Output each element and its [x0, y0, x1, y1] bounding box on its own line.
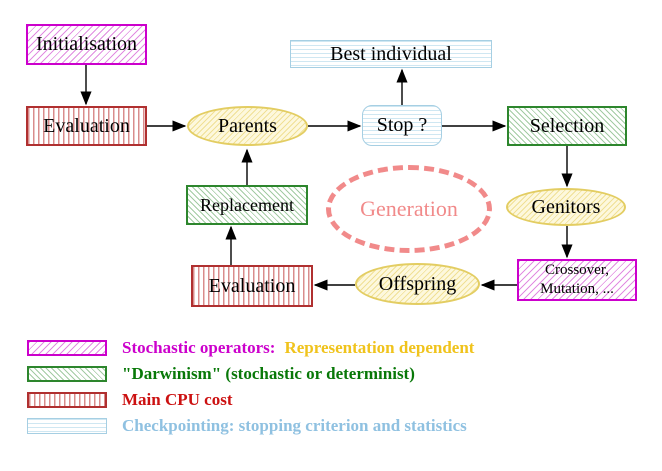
node-replacement-label: Replacement: [200, 194, 294, 215]
legend-label-representation-dependent: Representation dependent: [284, 338, 475, 357]
generation-cycle-annotation: Generation: [326, 165, 492, 253]
node-initialisation: Initialisation: [26, 24, 147, 65]
legend-row-darwinism: "Darwinism" (stochastic or determinist): [27, 364, 474, 383]
node-genitors: Genitors: [506, 188, 626, 226]
node-selection: Selection: [507, 106, 627, 146]
legend-row-checkpointing: Checkpointing: stopping criterion and st…: [27, 416, 474, 435]
legend: Stochastic operators: Representation dep…: [27, 338, 475, 444]
legend-label-stochastic-operators: Stochastic operators:: [122, 338, 276, 357]
legend-label-main-cpu-cost: Main CPU cost: [122, 390, 233, 409]
legend-swatch-cyan-stripes: [27, 418, 107, 434]
node-initialisation-label: Initialisation: [35, 33, 138, 55]
node-stop: Stop ?: [362, 105, 442, 146]
legend-label-checkpointing: Checkpointing: stopping criterion and st…: [122, 416, 467, 435]
node-replacement: Replacement: [186, 185, 308, 225]
legend-row-main-cpu-cost: Main CPU cost: [27, 390, 474, 409]
node-selection-label: Selection: [529, 114, 605, 137]
node-parents: Parents: [187, 106, 308, 146]
generation-label: Generation: [360, 196, 458, 221]
node-offspring: Offspring: [355, 263, 480, 305]
node-crossover-mutation: Crossover, Mutation, ...: [517, 259, 637, 301]
node-best-individual: Best individual: [290, 40, 492, 68]
legend-row-stochastic-operators: Stochastic operators: Representation dep…: [27, 338, 475, 357]
node-crossover-line1: Crossover,: [545, 262, 609, 279]
node-evaluation-top-label: Evaluation: [43, 114, 130, 137]
node-evaluation-bottom-label: Evaluation: [208, 274, 296, 297]
node-stop-label: Stop ?: [376, 114, 428, 136]
legend-swatch-magenta-hatch: [27, 340, 107, 356]
node-best-individual-label: Best individual: [330, 42, 452, 65]
legend-swatch-green-hatch: [27, 366, 107, 382]
legend-label-darwinism: "Darwinism" (stochastic or determinist): [122, 364, 415, 383]
node-evaluation-top: Evaluation: [26, 106, 147, 146]
node-crossover-line2: Mutation, ...: [540, 281, 614, 297]
node-genitors-label: Genitors: [531, 195, 601, 218]
node-offspring-label: Offspring: [378, 272, 457, 295]
node-evaluation-bottom: Evaluation: [191, 265, 313, 307]
node-parents-label: Parents: [218, 114, 277, 137]
legend-swatch-red-stripes: [27, 392, 107, 408]
